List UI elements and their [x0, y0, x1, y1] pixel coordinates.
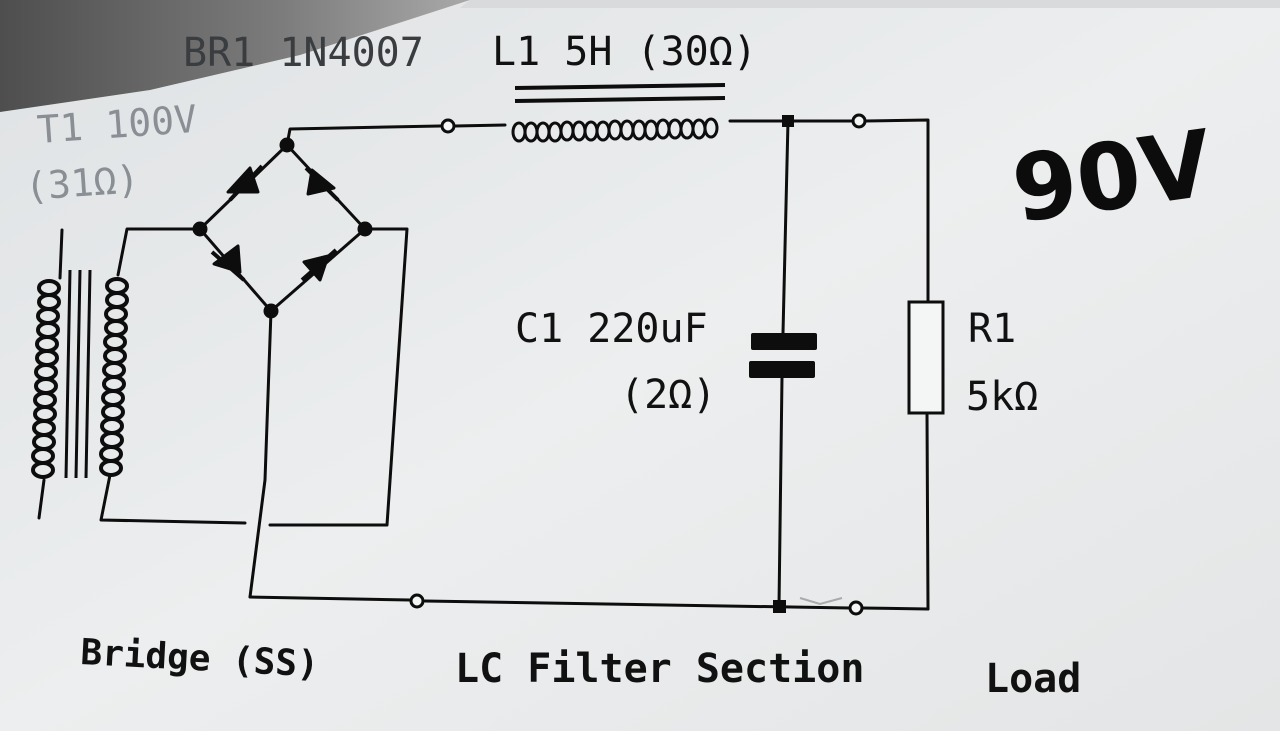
wire-inductor-lead-in: [453, 123, 507, 128]
resistor-r1: [907, 300, 945, 415]
terminals: [409, 113, 867, 616]
wire-primary-bottom: [37, 478, 46, 520]
wire-ground-rail-a: [248, 595, 412, 602]
diode-bottom-left: [210, 244, 246, 282]
terminal-ground-left: [409, 593, 425, 609]
section-label-filter: LC Filter Section: [455, 646, 864, 692]
inductor-l1: [511, 83, 726, 143]
wire-secondary-bottom: [99, 473, 247, 525]
junction-top-node: [782, 115, 794, 127]
wire-secondary-top: [116, 227, 202, 277]
diode-bottom-right: [300, 248, 338, 282]
wire-top-rail-load: [863, 118, 930, 305]
diode-top-left: [226, 164, 264, 202]
bridge-rectifier: [192, 137, 373, 319]
terminal-load-top: [851, 113, 867, 129]
label-resistor-name: R1: [968, 306, 1016, 352]
label-transformer-resistance: (31Ω): [24, 157, 141, 209]
terminal-inductor-in: [440, 118, 456, 134]
junctions: [773, 115, 794, 613]
diode-top-right: [304, 166, 340, 202]
terminal-load-bottom: [848, 600, 864, 616]
wire-bridge-negative: [248, 309, 273, 599]
capacitor-c1: [749, 333, 817, 378]
wire-bridge-right-ac: [268, 227, 409, 527]
paper-corner-shadow: [0, 0, 470, 112]
inductor-coil: [511, 117, 719, 143]
label-capacitor-esr: (2Ω): [620, 372, 716, 418]
label-capacitor-value: C1 220uF: [515, 306, 708, 352]
primary-winding: [31, 279, 61, 479]
secondary-winding: [99, 277, 129, 477]
paper-edge-highlight: [460, 0, 1280, 8]
label-resistor-value: 5kΩ: [966, 374, 1038, 420]
wire-capacitor-bottom: [777, 375, 784, 608]
paper-scratch: [799, 597, 843, 606]
section-label-load: Load: [985, 656, 1081, 702]
label-inductor: L1 5H (30Ω): [492, 29, 757, 75]
label-bridge-rectifier: BR1 1N4007: [183, 30, 424, 76]
wire-resistor-bottom: [925, 411, 930, 611]
wires: [37, 118, 930, 611]
junction-ground-node: [773, 600, 786, 613]
wire-ground-load: [860, 606, 930, 611]
transformer-t1: [31, 269, 129, 479]
wire-primary-top: [58, 228, 64, 280]
wire-capacitor-top: [781, 119, 790, 335]
